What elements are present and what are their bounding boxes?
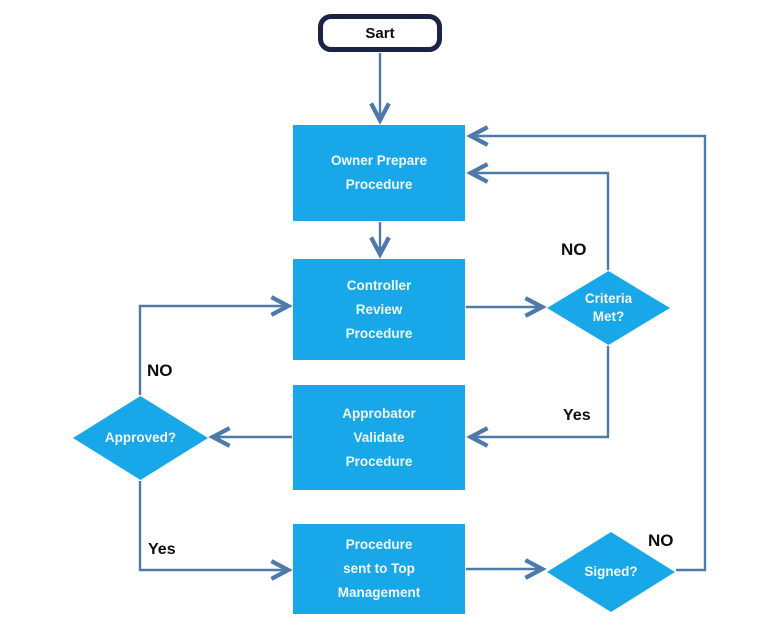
process-line: Procedure	[345, 537, 413, 552]
edge-label-criteria-no: NO	[561, 240, 587, 259]
connector-approved-no-to-controller	[138, 295, 293, 395]
process-procedure-sent-to-top-management: Procedure sent to Top Management	[293, 524, 465, 614]
process-line: Procedure	[345, 453, 413, 469]
decision-criteria-met: Criteria Met?	[547, 271, 670, 345]
process-line: Review	[355, 301, 403, 317]
decision-line: Approved?	[104, 430, 177, 445]
edge-label-signed-no: NO	[648, 531, 674, 550]
process-controller-review-procedure: Controller Review Procedure	[293, 259, 465, 360]
edge-label-approved-no: NO	[147, 361, 173, 380]
connector-criteria-no-to-owner	[466, 162, 610, 270]
process-line: Validate	[353, 429, 405, 445]
process-approbator-validate-procedure: Approbator Validate Procedure	[293, 385, 465, 490]
process-owner-prepare-procedure: Owner Prepare Procedure	[293, 125, 465, 221]
process-line: Procedure	[345, 177, 413, 192]
decision-line: Signed?	[584, 564, 638, 579]
edge-label-approved-yes: Yes	[148, 541, 176, 558]
decision-line: Met?	[592, 309, 625, 324]
process-line: Approbator	[342, 405, 416, 421]
connector-signed-no-to-owner	[466, 125, 707, 572]
edge-label-criteria-yes: Yes	[563, 407, 591, 424]
decision-line: Criteria	[584, 291, 633, 306]
start-node-label: Sart	[365, 24, 395, 42]
start-node: Sart	[318, 14, 442, 52]
process-line: Procedure	[345, 325, 413, 341]
process-line: Management	[337, 585, 421, 600]
process-line: sent to Top	[343, 561, 415, 576]
decision-approved: Approved?	[73, 396, 208, 480]
process-line: Controller	[346, 277, 412, 293]
process-line: Owner Prepare	[330, 153, 428, 168]
